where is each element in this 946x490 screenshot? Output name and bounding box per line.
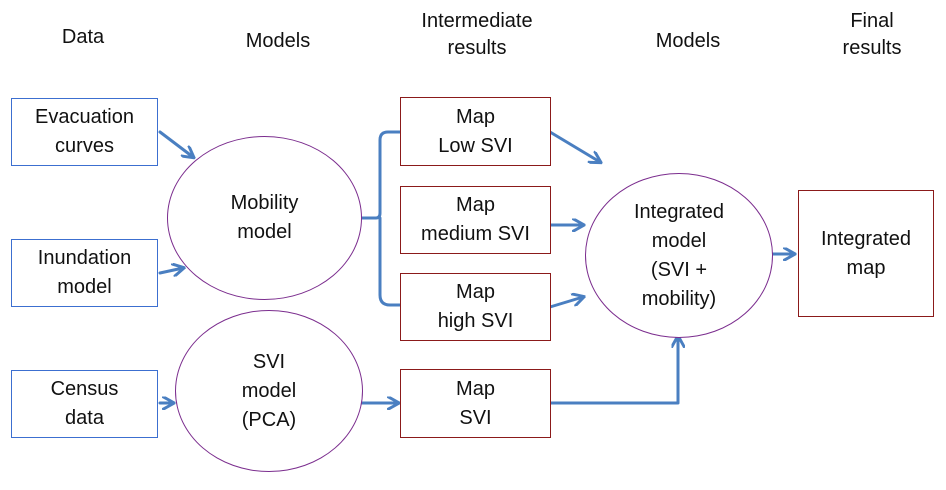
input-inundation-model: Inundation model xyxy=(11,239,158,307)
arrow-inundation-to-mobility xyxy=(158,268,183,273)
model-mobility: Mobility model xyxy=(167,136,362,300)
header-models-1: Models xyxy=(245,30,311,52)
header-data: Data xyxy=(61,26,105,48)
result-map-medium-svi: Map medium SVI xyxy=(400,186,551,254)
result-map-svi: Map SVI xyxy=(400,369,551,438)
model-svi-pca: SVI model (PCA) xyxy=(175,310,363,472)
arrow-high-svi-to-integrated xyxy=(548,297,583,309)
arrow-evacuation-to-mobility xyxy=(158,130,193,157)
header-final-results: Final results xyxy=(842,10,902,59)
arrow-map-svi-to-integrated xyxy=(548,337,678,405)
input-census-data: Census data xyxy=(11,370,158,438)
final-integrated-map: Integrated map xyxy=(798,190,934,317)
input-evacuation-curves: Evacuation curves xyxy=(11,98,158,166)
result-map-low-svi: Map Low SVI xyxy=(400,97,551,166)
arrow-low-svi-to-integrated xyxy=(548,130,600,162)
result-map-high-svi: Map high SVI xyxy=(400,273,551,341)
header-intermediate-results: Intermediate results xyxy=(421,10,533,59)
model-integrated: Integrated model (SVI + mobility) xyxy=(585,173,773,338)
header-models-2: Models xyxy=(655,30,721,52)
bracket-mobility-to-maps xyxy=(360,130,402,307)
